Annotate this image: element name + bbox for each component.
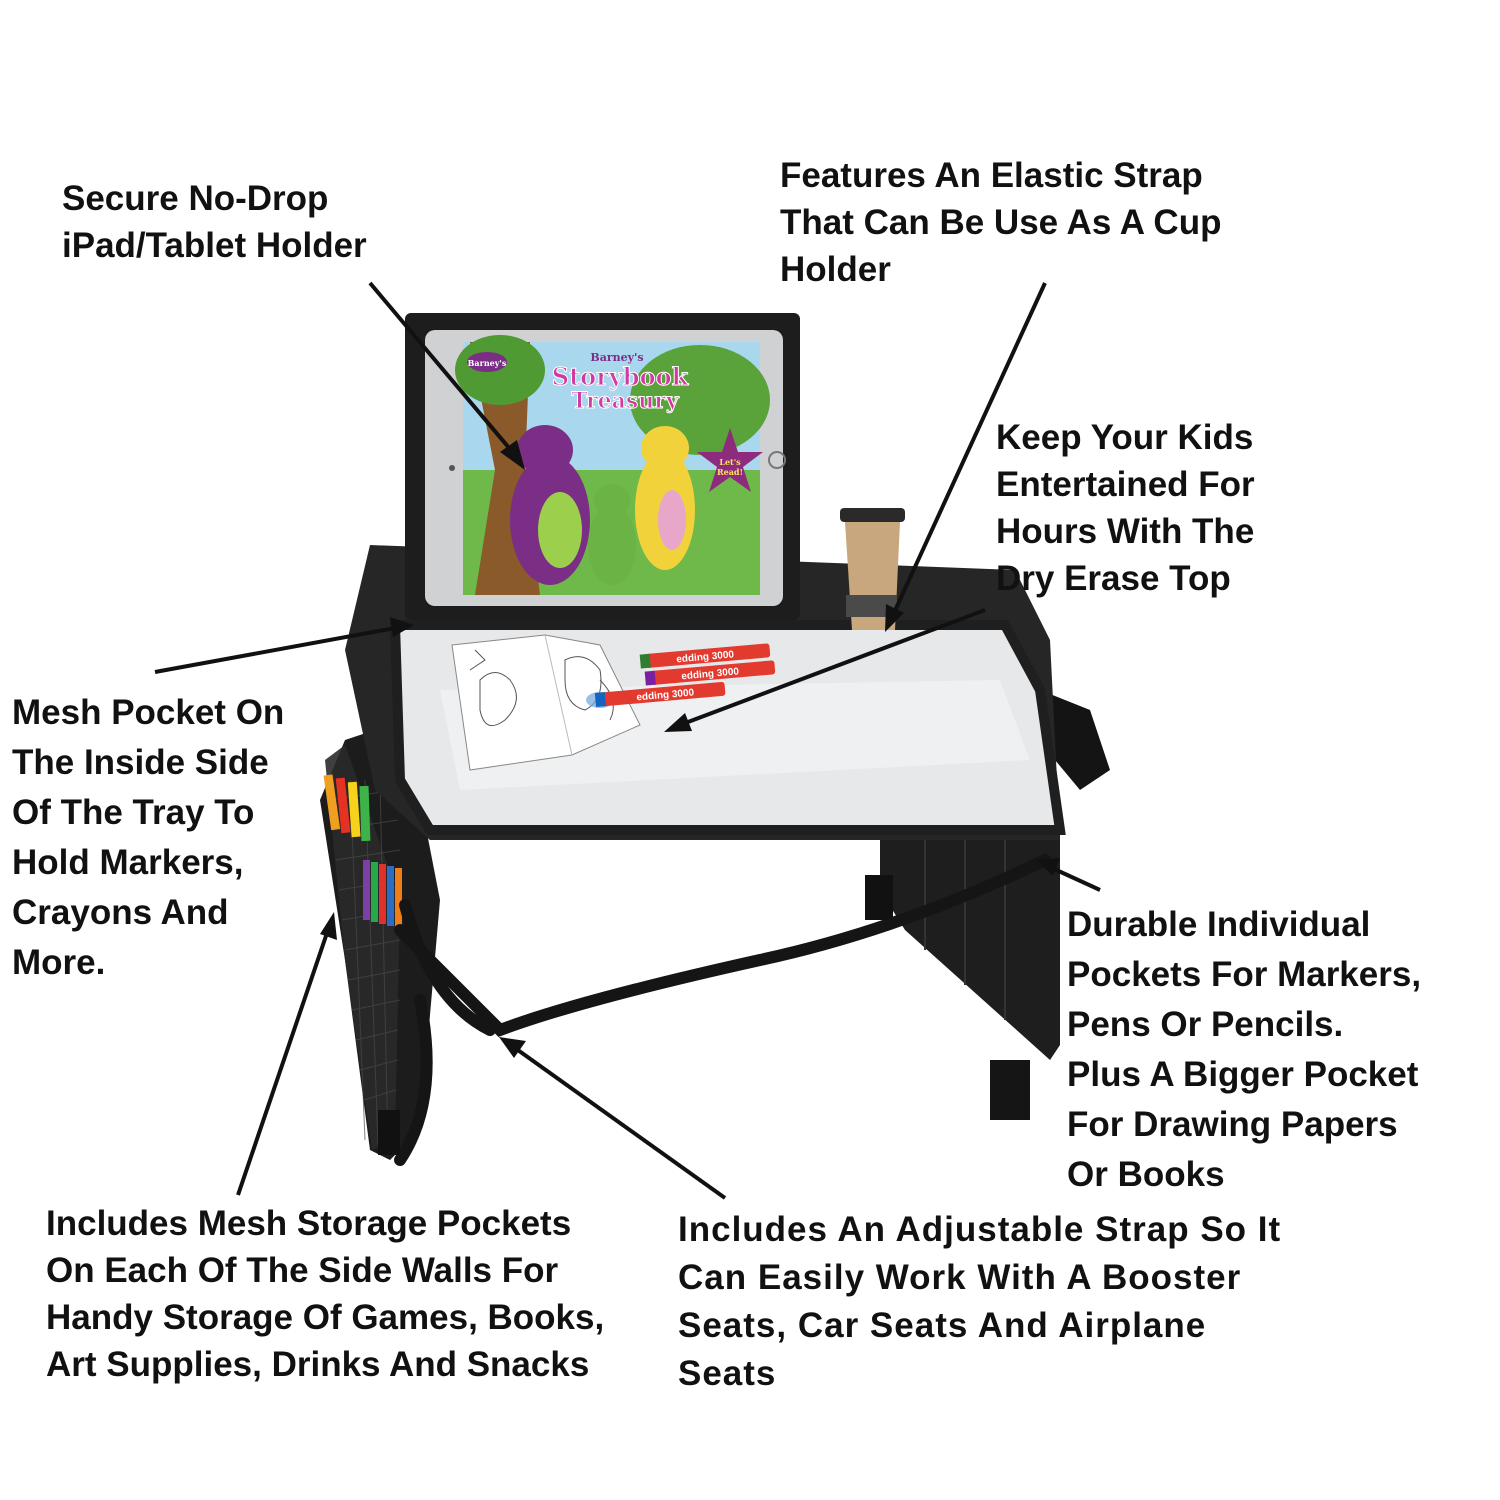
coloring-book bbox=[451, 634, 641, 771]
marker-label-2: edding 3000 bbox=[681, 666, 740, 682]
callout-line: Pockets For Markers, bbox=[1067, 955, 1422, 994]
markers-in-pocket bbox=[323, 774, 402, 928]
callout-line: Of The Tray To bbox=[12, 793, 255, 832]
camera-icon bbox=[449, 465, 455, 471]
buckle-icon bbox=[1040, 690, 1110, 790]
badge-line-2: Read! bbox=[717, 467, 743, 477]
arrowhead-dry-erase bbox=[664, 713, 692, 732]
callout-line: Durable Individual bbox=[1067, 905, 1371, 944]
coffee-cup bbox=[840, 508, 905, 630]
callout-line: Features An Elastic Strap bbox=[780, 156, 1203, 195]
callout-individual-pockets: Durable Individual Pockets For Markers, … bbox=[1067, 900, 1421, 1200]
arrow-individual-pockets bbox=[1051, 866, 1101, 892]
callout-line: iPad/Tablet Holder bbox=[62, 226, 367, 265]
callout-line: More. bbox=[12, 943, 106, 982]
callout-dry-erase: Keep Your Kids Entertained For Hours Wit… bbox=[996, 414, 1255, 602]
arrowhead-cup-holder bbox=[885, 604, 904, 632]
callout-line: Pens Or Pencils. bbox=[1067, 1005, 1344, 1044]
adjustable-strap bbox=[394, 854, 1051, 1166]
arrowhead-mesh-inside bbox=[390, 617, 414, 637]
callout-line: Or Books bbox=[1067, 1155, 1225, 1194]
callout-line: Can Easily Work With A Booster bbox=[678, 1258, 1242, 1297]
callout-line: Seats, Car Seats And Airplane bbox=[678, 1306, 1207, 1345]
marker-label-3: edding 3000 bbox=[636, 687, 695, 703]
callout-line: That Can Be Use As A Cup bbox=[780, 203, 1222, 242]
home-button-icon bbox=[768, 451, 786, 469]
callout-line: Dry Erase Top bbox=[996, 559, 1231, 598]
callout-line: Secure No-Drop bbox=[62, 179, 329, 218]
callout-line: Seats bbox=[678, 1354, 777, 1393]
callout-mesh-side: Includes Mesh Storage Pockets On Each Of… bbox=[46, 1200, 604, 1388]
callout-line: Mesh Pocket On bbox=[12, 693, 285, 732]
arrow-mesh-inside bbox=[154, 626, 396, 674]
arrowhead-mesh-side bbox=[320, 912, 337, 940]
screen-title-line-2: Treasury bbox=[571, 388, 680, 414]
callout-line: On Each Of The Side Walls For bbox=[46, 1251, 559, 1290]
callout-line: The Inside Side bbox=[12, 743, 269, 782]
strap-clip-right bbox=[865, 875, 893, 920]
green-dinosaur bbox=[588, 505, 636, 585]
callout-line: Plus A Bigger Pocket bbox=[1067, 1055, 1419, 1094]
callout-line: Hours With The bbox=[996, 512, 1255, 551]
callout-tablet-holder: Secure No-Drop iPad/Tablet Holder bbox=[62, 175, 367, 269]
callout-mesh-inside: Mesh Pocket On The Inside Side Of The Tr… bbox=[12, 688, 284, 988]
arrowhead-individual-pockets bbox=[1036, 858, 1060, 876]
callout-line: Handy Storage Of Games, Books, bbox=[46, 1298, 605, 1337]
callout-line: Keep Your Kids bbox=[996, 418, 1254, 457]
badge-line-1: Let's bbox=[719, 457, 741, 467]
screen-title-brand: Barney's bbox=[590, 351, 643, 364]
screen-brand: Barney's bbox=[468, 358, 507, 368]
tablet-holder: Let's Read! Barney's Barney's Storybook … bbox=[405, 313, 800, 620]
markers-on-tray: edding 3000 edding 3000 edding 3000 bbox=[594, 643, 776, 707]
callout-line: For Drawing Papers bbox=[1067, 1105, 1398, 1144]
arrowhead-adjustable-strap bbox=[499, 1037, 526, 1058]
callout-line: Includes Mesh Storage Pockets bbox=[46, 1204, 572, 1243]
arrow-cup-holder bbox=[891, 282, 1047, 616]
callout-line: Holder bbox=[780, 250, 891, 289]
callout-line: Entertained For bbox=[996, 465, 1255, 504]
star-badge bbox=[697, 428, 763, 492]
callout-line: Hold Markers, bbox=[12, 843, 244, 882]
callout-arrows bbox=[154, 281, 1101, 1200]
marker-label-1: edding 3000 bbox=[676, 649, 735, 665]
callout-line: Crayons And bbox=[12, 893, 229, 932]
arrow-mesh-side bbox=[236, 929, 330, 1196]
arrow-dry-erase bbox=[679, 608, 986, 727]
arrow-tablet-holder bbox=[368, 281, 517, 457]
arrowhead-tablet-holder bbox=[500, 440, 525, 470]
right-pocket-wall bbox=[865, 690, 1110, 1120]
cup-elastic-strap bbox=[846, 595, 897, 617]
screen-title-line-1: Storybook bbox=[552, 362, 690, 391]
callout-adjustable-strap: Includes An Adjustable Strap So It Can E… bbox=[678, 1206, 1281, 1398]
callout-cup-holder: Features An Elastic Strap That Can Be Us… bbox=[780, 152, 1221, 293]
arrow-adjustable-strap bbox=[513, 1046, 727, 1200]
callout-line: Includes An Adjustable Strap So It bbox=[678, 1210, 1282, 1249]
callout-line: Art Supplies, Drinks And Snacks bbox=[46, 1345, 590, 1384]
